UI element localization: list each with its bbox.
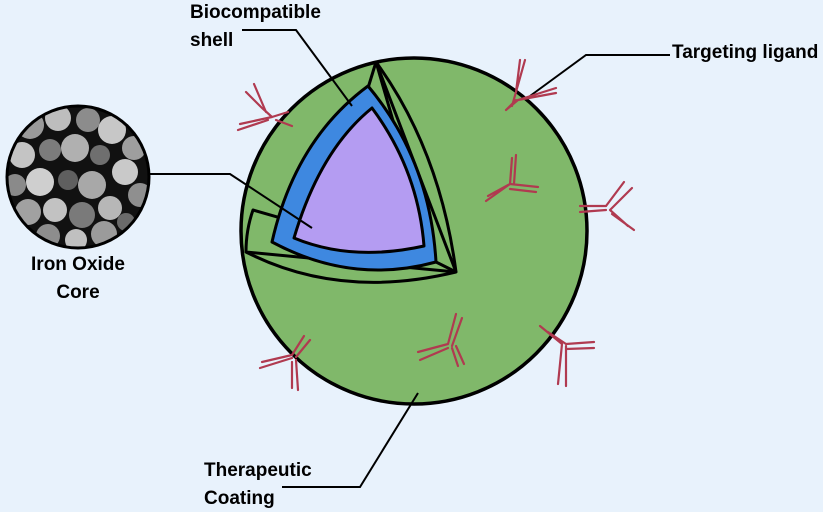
biocompatible-shell-label-line2: shell [190, 30, 233, 51]
targeting-ligand-label: Targeting ligand [672, 42, 818, 63]
therapeutic-coating-label-line2: Coating [204, 488, 275, 509]
leader-lines [150, 29, 670, 488]
targeting-ligand [578, 180, 636, 232]
iron-oxide-core-magnified [5, 104, 151, 250]
targeting-ligand [538, 324, 596, 388]
targeting-ligand [416, 312, 466, 368]
iron-oxide-core [292, 106, 426, 254]
biocompatible-shell-label-line1: Biocompatible [190, 2, 321, 23]
targeting-ligand [258, 334, 312, 392]
targeting-ligand [236, 82, 294, 132]
iron-oxide-core-label-line2: Core [56, 282, 99, 303]
therapeutic-coating-label-line1: Therapeutic [204, 460, 312, 481]
targeting-ligand [504, 58, 558, 112]
iron-oxide-core-label-line1: Iron Oxide [31, 254, 125, 275]
targeting-ligand [484, 153, 540, 203]
